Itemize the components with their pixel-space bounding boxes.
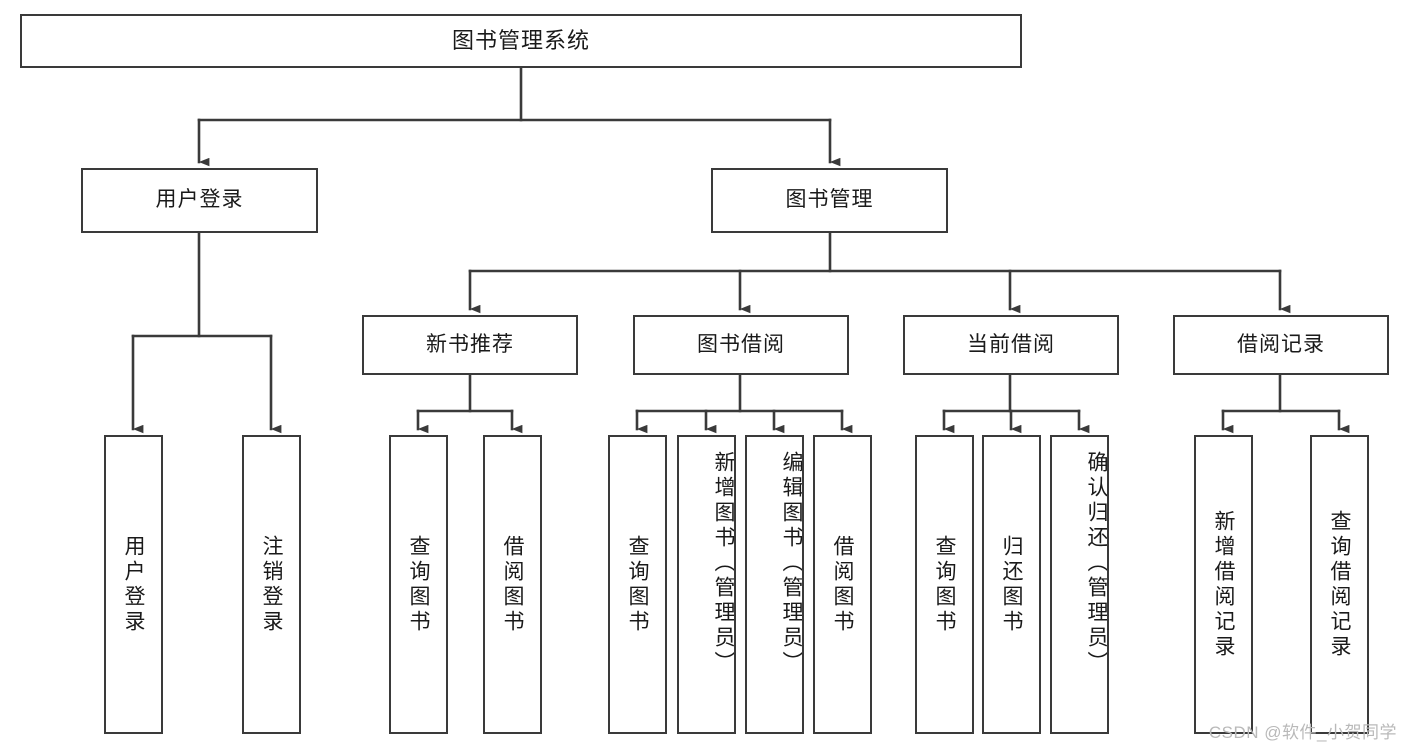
leaf-label: 借阅图书 (501, 534, 524, 635)
leaf-query-book-borrow[interactable]: 查询图书 (608, 435, 667, 734)
node-book-management-system[interactable]: 图书管理系统 (20, 14, 1022, 68)
leaf-add-book-admin[interactable]: 新增图书（管理员） (677, 435, 736, 734)
node-user-login[interactable]: 用户登录 (81, 168, 318, 233)
leaf-label: 新增借阅记录 (1212, 509, 1235, 660)
leaf-label: 查询图书 (933, 534, 956, 635)
leaf-label: 用户登录 (122, 534, 145, 635)
leaf-user-login[interactable]: 用户登录 (104, 435, 163, 734)
node-current-borrow[interactable]: 当前借阅 (903, 315, 1119, 375)
leaf-label: 归还图书 (1000, 534, 1023, 635)
leaf-label: 借阅图书 (831, 534, 854, 635)
node-label: 当前借阅 (967, 332, 1055, 356)
leaf-label: 查询借阅记录 (1328, 509, 1351, 660)
node-label: 图书管理 (785, 188, 874, 212)
leaf-label: 查询图书 (407, 534, 430, 635)
leaf-user-logout[interactable]: 注销登录 (242, 435, 301, 734)
leaf-label: 新增图书（管理员） (712, 451, 735, 676)
leaf-label: 查询图书 (626, 534, 649, 635)
leaf-label: 注销登录 (260, 534, 283, 635)
node-label: 图书管理系统 (451, 28, 590, 54)
leaf-confirm-return-admin[interactable]: 确认归还（管理员） (1050, 435, 1109, 734)
leaf-borrow-book-recommend[interactable]: 借阅图书 (483, 435, 542, 734)
leaf-label: 确认归还（管理员） (1085, 451, 1108, 676)
node-label: 借阅记录 (1237, 332, 1325, 356)
node-book-manage[interactable]: 图书管理 (711, 168, 948, 233)
leaf-return-book[interactable]: 归还图书 (982, 435, 1041, 734)
node-borrow-record[interactable]: 借阅记录 (1173, 315, 1389, 375)
node-label: 新书推荐 (426, 332, 514, 356)
leaf-label: 编辑图书（管理员） (780, 451, 803, 676)
leaf-query-book-recommend[interactable]: 查询图书 (389, 435, 448, 734)
leaf-edit-book-admin[interactable]: 编辑图书（管理员） (745, 435, 804, 734)
node-new-book-recommend[interactable]: 新书推荐 (362, 315, 578, 375)
leaf-add-borrow-record[interactable]: 新增借阅记录 (1194, 435, 1253, 734)
node-label: 图书借阅 (697, 332, 785, 356)
leaf-query-book-current[interactable]: 查询图书 (915, 435, 974, 734)
leaf-borrow-book-borrow[interactable]: 借阅图书 (813, 435, 872, 734)
node-book-borrow[interactable]: 图书借阅 (633, 315, 849, 375)
leaf-query-borrow-record[interactable]: 查询借阅记录 (1310, 435, 1369, 734)
node-label: 用户登录 (155, 188, 244, 212)
